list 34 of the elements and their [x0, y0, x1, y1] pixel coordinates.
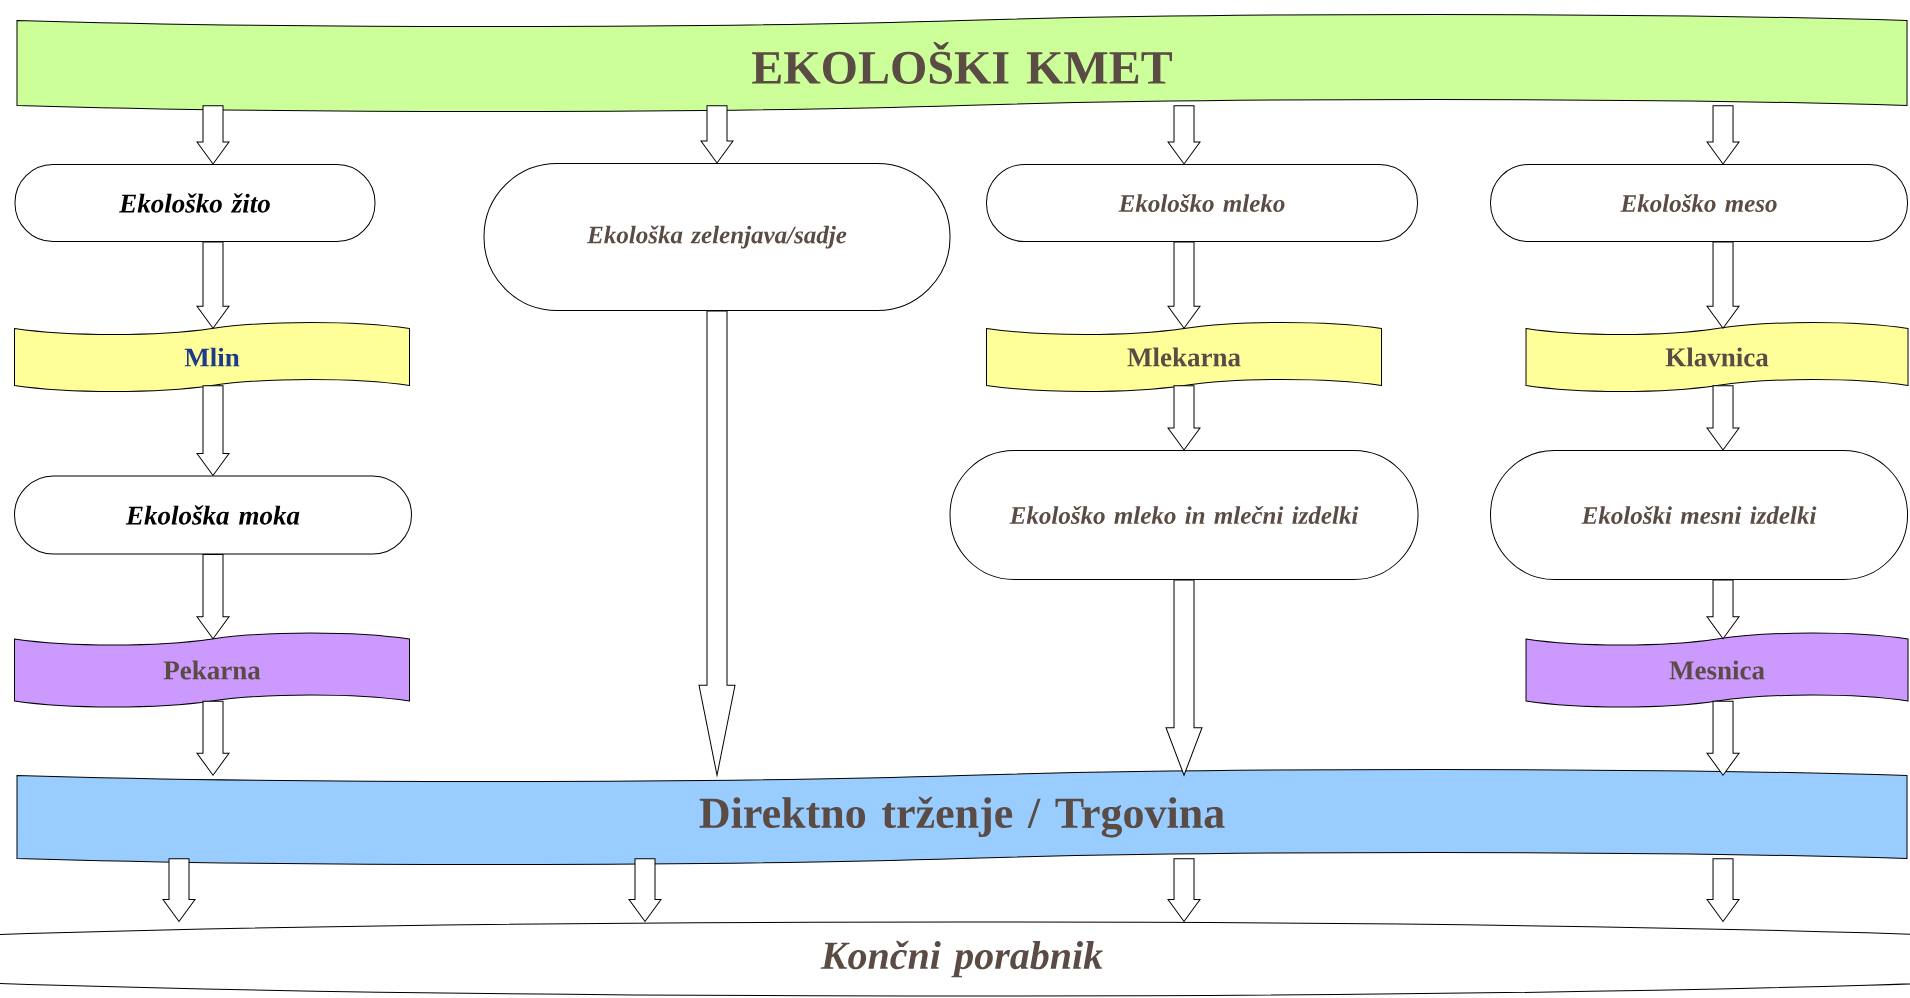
- banner: Mesnica: [1525, 632, 1909, 708]
- block-arrow: [1706, 858, 1740, 922]
- block-arrow: [196, 241, 230, 329]
- banner: Mlekarna: [986, 322, 1382, 392]
- block-arrow: [1167, 385, 1201, 451]
- block-arrow: [1706, 385, 1740, 451]
- block-arrow: [1165, 579, 1203, 776]
- block-arrow: [1706, 105, 1740, 165]
- banner: Direktno trženje / Trgovina: [16, 769, 1908, 865]
- banner: EKOLOŠKI KMET: [16, 14, 1908, 112]
- rounded-box: Ekološka moka: [14, 475, 412, 555]
- block-arrow: [196, 554, 230, 640]
- rounded-box: Ekološko mleko: [986, 164, 1418, 242]
- block-arrow: [628, 858, 662, 922]
- block-arrow: [698, 310, 736, 776]
- block-arrow: [196, 385, 230, 476]
- rounded-box: Ekološki mesni izdelki: [1490, 450, 1909, 580]
- banner: Klavnica: [1525, 322, 1909, 392]
- block-arrow: [1167, 241, 1201, 329]
- block-arrow: [700, 105, 734, 164]
- banner: Pekarna: [14, 632, 410, 708]
- rounded-box: Ekološko žito: [14, 164, 376, 242]
- banner: Mlin: [14, 322, 410, 392]
- block-arrow: [1706, 241, 1740, 329]
- block-arrow: [1167, 105, 1201, 165]
- block-arrow: [196, 700, 230, 776]
- rounded-box: Ekološko meso: [1490, 164, 1909, 242]
- block-arrow: [196, 105, 230, 165]
- rounded-box: Ekološko mleko in mlečni izdelki: [949, 450, 1419, 580]
- block-arrow: [1706, 700, 1740, 776]
- block-arrow: [162, 858, 196, 922]
- block-arrow: [1706, 579, 1740, 640]
- rounded-box: Ekološka zelenjava/sadje: [483, 163, 951, 311]
- block-arrow: [1167, 858, 1201, 922]
